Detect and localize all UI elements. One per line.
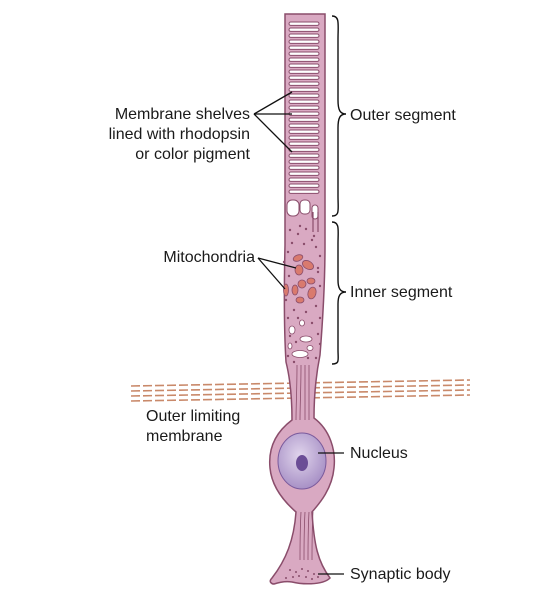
outer-segment-bracket (331, 15, 347, 217)
mitochondria-cluster (283, 254, 317, 304)
membrane-disc (288, 33, 320, 38)
membrane-shelves-line-3: or color pigment (135, 146, 250, 163)
membrane-disc (288, 141, 320, 146)
granule (286, 354, 290, 358)
membrane-shelves-label: Membrane shelves lined with rhodopsin or… (109, 105, 250, 165)
membrane-disc (288, 177, 320, 182)
membrane-disc (288, 51, 320, 56)
granule (306, 356, 310, 360)
membrane-disc (288, 27, 320, 32)
membrane-disc (288, 75, 320, 80)
granule (298, 224, 302, 228)
nucleolus (296, 455, 308, 471)
inner-segment-bracket (331, 221, 347, 365)
granule (310, 321, 314, 325)
membrane-disc (288, 183, 320, 188)
granule (316, 266, 320, 270)
granule (296, 232, 300, 236)
outer-limiting-line-1: Outer limiting (146, 408, 241, 425)
nucleus-label: Nucleus (350, 445, 408, 462)
granule (316, 270, 320, 274)
granule (314, 245, 318, 249)
synaptic-body-label: Synaptic body (350, 566, 451, 583)
granule (292, 308, 296, 312)
inner-segment-granules (282, 224, 322, 364)
membrane-disc (288, 159, 320, 164)
membrane-disc (288, 81, 320, 86)
granule (316, 332, 320, 336)
granule (318, 284, 322, 288)
membrane-shelves-leaders (253, 91, 293, 153)
granule (288, 228, 292, 232)
granule (286, 250, 290, 254)
outer-limiting-membrane-label: Outer limiting membrane (146, 407, 240, 447)
granule (318, 342, 322, 346)
membrane-disc (288, 111, 320, 116)
granule (290, 241, 294, 245)
membrane-disc (288, 93, 320, 98)
membrane-disc (288, 171, 320, 176)
granule (314, 304, 318, 308)
granule (304, 310, 308, 314)
granule (318, 316, 322, 320)
membrane-disc (288, 21, 320, 26)
membrane-disc (288, 87, 320, 92)
connecting-cilium (312, 212, 319, 232)
membrane-disc (288, 165, 320, 170)
mitochondria-label: Mitochondria (163, 249, 255, 266)
granule (292, 360, 296, 364)
membrane-disc (288, 189, 320, 194)
outer-limiting-line-2: membrane (146, 428, 223, 445)
membrane-disc (288, 147, 320, 152)
synaptic-vesicles (285, 568, 319, 580)
membrane-shelves-line-1: Membrane shelves (114, 106, 250, 123)
granule (310, 238, 314, 242)
membrane-disc (288, 57, 320, 62)
granule (284, 298, 288, 302)
granule (304, 227, 308, 231)
granule (286, 316, 290, 320)
granule (312, 234, 316, 238)
membrane-disc (288, 39, 320, 44)
granule (282, 260, 286, 264)
granule (296, 316, 300, 320)
membrane-disc (288, 99, 320, 104)
membrane-disc (288, 153, 320, 158)
granule (294, 340, 298, 344)
membrane-disc (288, 135, 320, 140)
outer-segment-label: Outer segment (350, 107, 456, 124)
granule (288, 334, 292, 338)
inner-segment-label: Inner segment (350, 284, 453, 301)
granule (318, 254, 322, 258)
membrane-discs (288, 21, 320, 194)
axon-fibers (295, 364, 314, 561)
membrane-disc (288, 117, 320, 122)
membrane-disc (288, 69, 320, 74)
granule (287, 274, 291, 278)
mitochondria-leaders (257, 257, 297, 290)
granule (314, 356, 318, 360)
membrane-disc (288, 105, 320, 110)
membrane-disc (288, 123, 320, 128)
membrane-disc (288, 45, 320, 50)
membrane-disc (288, 63, 320, 68)
granule (302, 242, 306, 246)
membrane-disc (288, 129, 320, 134)
membrane-shelves-line-2: lined with rhodopsin (108, 126, 250, 143)
inner-segment-vesicles (287, 319, 314, 358)
